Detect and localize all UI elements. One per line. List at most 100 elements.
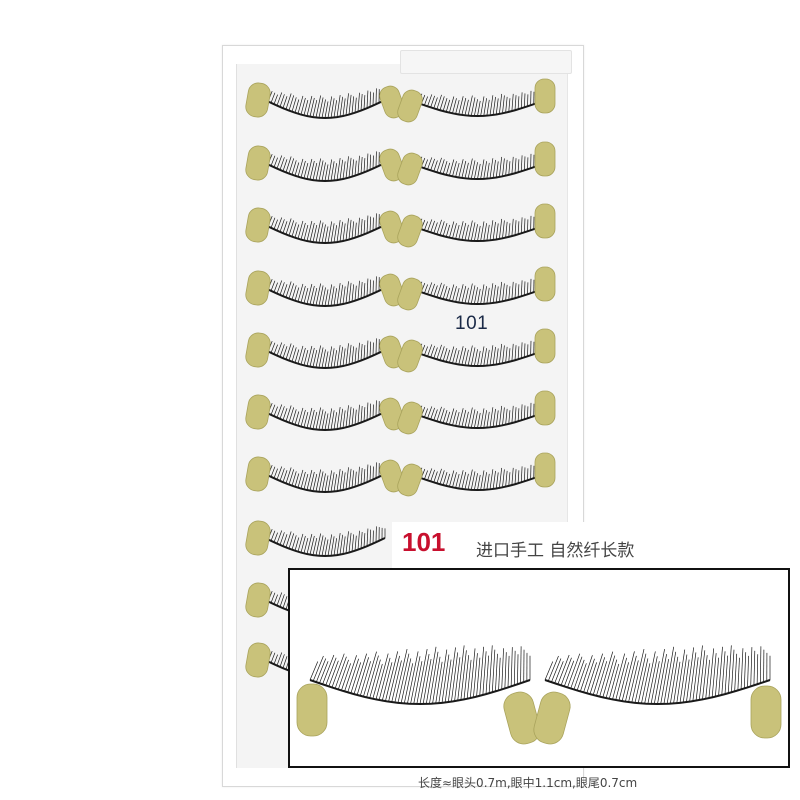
lash-hair — [273, 532, 278, 543]
lash-hair — [464, 99, 469, 116]
lash-hair — [455, 287, 460, 303]
lash-hair — [557, 654, 570, 685]
lash-hair — [563, 660, 575, 687]
lash-hair — [303, 163, 309, 179]
lash-hair — [461, 97, 467, 116]
lash-hair — [461, 160, 467, 179]
lash-hair — [464, 411, 469, 428]
lash-hair — [282, 596, 288, 609]
lash-hair — [452, 472, 457, 488]
lash-hair — [394, 648, 408, 703]
lash-hair — [324, 101, 329, 119]
lash-hair — [740, 648, 744, 690]
lash-hair — [442, 222, 448, 237]
lash-hair — [363, 220, 366, 235]
adhesive-tab — [534, 328, 556, 364]
lash-hair — [351, 96, 355, 114]
lash-hair — [297, 345, 304, 364]
lash-hair — [357, 155, 360, 175]
adhesive-tab — [397, 89, 423, 123]
lash-hair — [474, 473, 478, 491]
lash-hair — [354, 160, 357, 176]
lash-hair — [324, 351, 329, 369]
lash-hair — [276, 530, 283, 544]
lash-hair — [480, 408, 485, 429]
lash-hair — [657, 653, 667, 705]
lash-hair — [318, 222, 324, 243]
lash-hair — [686, 647, 695, 703]
lash-hair — [342, 348, 346, 367]
lash-hair — [312, 538, 318, 556]
lash-hair — [297, 220, 304, 239]
lash-hair — [318, 97, 324, 118]
lash-hair — [285, 531, 292, 548]
lash-hair — [327, 470, 333, 493]
lash-hair — [279, 219, 285, 233]
lash-hair — [517, 654, 519, 685]
lash-hair — [276, 342, 283, 356]
lash-hair — [708, 648, 715, 699]
lash-hair — [502, 158, 505, 177]
lash-hair — [461, 222, 467, 241]
lash-hair — [328, 660, 339, 687]
lash-hair — [282, 221, 288, 234]
lash-hair — [300, 97, 306, 115]
lash-hair — [360, 531, 363, 549]
lash-hair — [505, 346, 508, 363]
lash-hair — [495, 410, 499, 427]
lash-hair — [285, 156, 292, 173]
lash-hair — [608, 663, 620, 699]
lash-band — [414, 351, 541, 368]
lash-hair — [337, 659, 349, 690]
lash-hair — [483, 472, 487, 490]
adhesive-tab — [245, 207, 271, 243]
lash-hair — [489, 95, 494, 116]
lash-hair — [599, 651, 614, 697]
lash-hair — [461, 409, 467, 428]
lash-hair — [477, 350, 481, 367]
lash-hair — [445, 162, 451, 175]
lash-hair — [524, 281, 526, 296]
lash-hair — [439, 408, 445, 423]
lash-hair — [324, 164, 329, 182]
lash-hair — [673, 661, 681, 704]
product-name: 进口手工 自然纤长款 — [476, 541, 635, 561]
lash-hair — [483, 348, 487, 366]
lash-hair — [470, 160, 476, 179]
lash-hair — [297, 95, 304, 114]
lash-hair — [502, 407, 505, 426]
lash-hair — [517, 408, 520, 422]
lash-hair — [711, 653, 717, 698]
lash-hair — [618, 662, 629, 701]
lash-hair — [433, 347, 438, 359]
lash-hair — [324, 539, 329, 557]
lash-hair — [520, 92, 523, 109]
lash-hair — [589, 653, 603, 695]
lash-hair — [291, 97, 297, 112]
lash-hair — [486, 287, 490, 304]
lash-hair — [427, 219, 433, 232]
lash-hair — [436, 219, 442, 235]
lash-hair — [333, 100, 337, 118]
lash-hair — [360, 93, 363, 111]
lash-band — [309, 679, 531, 706]
lash-hair — [309, 160, 315, 180]
lash-hair — [397, 653, 410, 703]
lash-hair — [279, 282, 285, 296]
lash-hair — [330, 348, 335, 368]
lash-hair — [573, 659, 585, 690]
lash-hair — [345, 531, 349, 554]
lash-hair — [291, 285, 297, 300]
lash-hair — [464, 224, 469, 241]
lash-hair — [291, 160, 297, 175]
lash-hair — [439, 284, 445, 299]
lash-hair — [458, 346, 464, 365]
lash-hair — [615, 657, 627, 701]
adhesive-tab — [534, 78, 556, 114]
lash-hair — [482, 651, 487, 695]
lash-hair — [511, 156, 514, 175]
lash-hair — [312, 163, 318, 181]
lash-band — [264, 99, 386, 120]
lash-hair — [455, 473, 460, 489]
lash-hair — [477, 288, 481, 305]
